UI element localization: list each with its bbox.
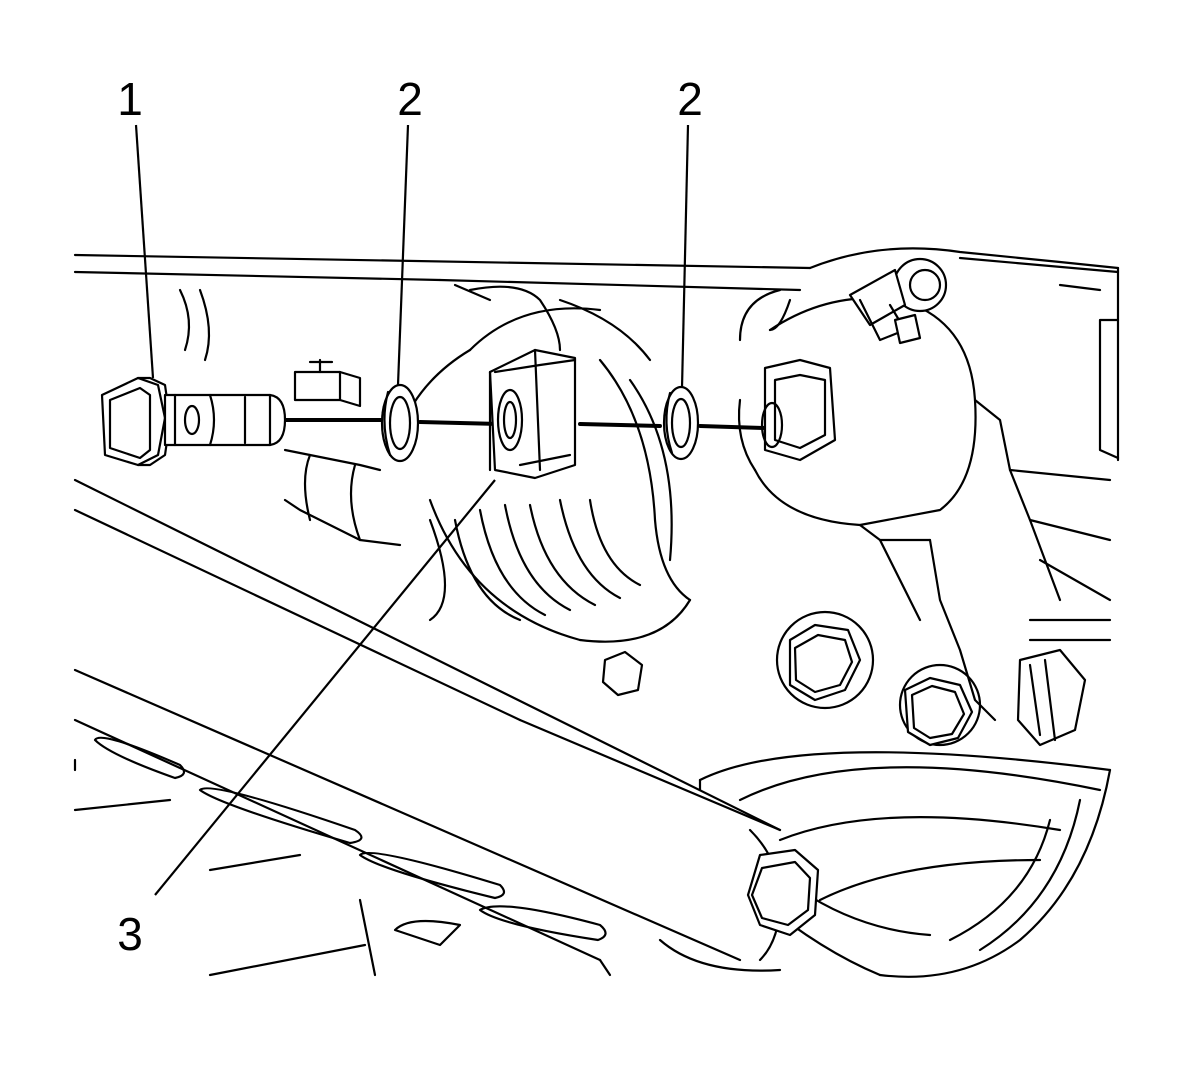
sealing-washer-left <box>380 383 420 463</box>
brake-rotor <box>658 751 1112 978</box>
mounting-bolts <box>601 610 1087 937</box>
sealing-washer-right <box>662 385 700 461</box>
brake-caliper <box>737 288 1112 722</box>
leader-lines <box>134 124 690 896</box>
banjo-bolt <box>100 376 287 467</box>
leader-1 <box>134 124 155 379</box>
bolt-lower-arm <box>746 848 820 937</box>
brake-hose-banjo-fitting <box>488 348 577 480</box>
leader-3 <box>154 479 496 896</box>
bolt-small-left <box>601 650 644 697</box>
leader-2a <box>396 124 410 386</box>
callout-3: 3 <box>117 908 143 960</box>
callout-1: 1 <box>117 73 143 125</box>
leader-2b <box>680 124 690 389</box>
chassis-frame <box>73 247 1120 462</box>
assembly-axis-line <box>283 418 767 430</box>
callout-labels: 1 2 2 3 <box>117 73 703 960</box>
caliper-inlet-port <box>760 358 837 462</box>
bleeder-valve <box>848 257 948 345</box>
callout-2-right: 2 <box>677 73 703 125</box>
control-arm <box>73 478 782 977</box>
bolt-knuckle-right <box>898 663 982 747</box>
axle-shaft <box>178 288 402 547</box>
bolt-knuckle-center <box>775 610 875 710</box>
cv-boot <box>398 283 692 643</box>
stud-right <box>1016 648 1087 747</box>
callout-2-left: 2 <box>397 73 423 125</box>
